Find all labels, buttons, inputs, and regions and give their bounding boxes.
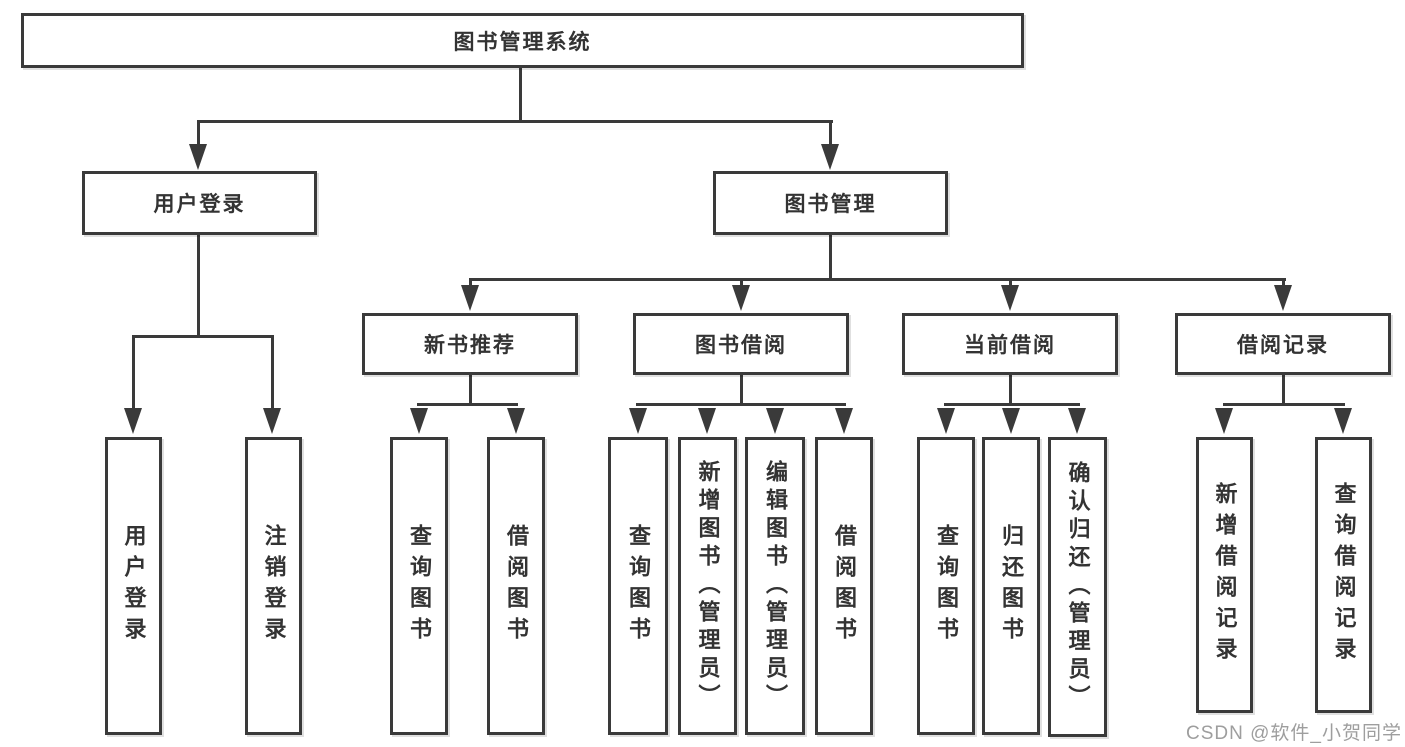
- arrowhead-down-icon: [821, 144, 839, 170]
- connector-user-login-hline: [132, 335, 274, 338]
- leaf-logout: 注销登录: [245, 437, 302, 735]
- node-root: 图书管理系统: [21, 13, 1024, 68]
- connector-leaf-login-drop: [132, 335, 135, 413]
- arrowhead-down-icon: [263, 408, 281, 434]
- arrowhead-down-icon: [124, 408, 142, 434]
- arrowhead-down-icon: [189, 144, 207, 170]
- node-book-borrow: 图书借阅: [633, 313, 849, 375]
- leaf-bb-borrow-books-label: 借阅图书: [832, 524, 857, 648]
- arrowhead-down-icon: [835, 408, 853, 434]
- connector-new-book-hline: [417, 403, 518, 406]
- leaf-cb-return-books: 归还图书: [982, 437, 1040, 735]
- arrowhead-down-icon: [698, 408, 716, 434]
- leaf-nb-borrow-books: 借阅图书: [487, 437, 545, 735]
- leaf-nb-query-books: 查询图书: [390, 437, 448, 735]
- connector-level1-hline: [197, 120, 833, 123]
- watermark: CSDN @软件_小贺同学: [1186, 723, 1402, 744]
- leaf-logout-label: 注销登录: [261, 524, 287, 648]
- connector-book-management-drop: [829, 120, 832, 148]
- leaf-bb-borrow-books: 借阅图书: [815, 437, 873, 735]
- arrowhead-down-icon: [1334, 408, 1352, 434]
- connector-borrow-records-hline: [1223, 403, 1345, 406]
- leaf-cb-return-books-label: 归还图书: [999, 524, 1024, 648]
- arrowhead-down-icon: [1068, 408, 1086, 434]
- connector-current-borrow-stub: [1009, 375, 1012, 406]
- arrowhead-down-icon: [461, 285, 479, 311]
- node-current-borrow: 当前借阅: [902, 313, 1118, 375]
- leaf-cb-confirm-return-admin: 确认归还（管理员）: [1048, 437, 1107, 737]
- connector-new-book-drop: [469, 278, 472, 290]
- node-user-login: 用户登录: [82, 171, 317, 235]
- leaf-br-add-record-label: 新增借阅记录: [1212, 482, 1238, 668]
- connector-root-stub: [519, 68, 522, 123]
- connector-book-management-stub: [829, 235, 832, 281]
- leaf-bb-edit-books-admin: 编辑图书（管理员）: [745, 437, 805, 735]
- arrowhead-down-icon: [1274, 285, 1292, 311]
- leaf-bb-query-books: 查询图书: [608, 437, 668, 735]
- leaf-bb-add-books-admin: 新增图书（管理员）: [678, 437, 737, 735]
- arrowhead-down-icon: [937, 408, 955, 434]
- arrowhead-down-icon: [1002, 408, 1020, 434]
- leaf-br-add-record: 新增借阅记录: [1196, 437, 1253, 713]
- node-borrow-records: 借阅记录: [1175, 313, 1391, 375]
- connector-user-login-drop: [197, 120, 200, 148]
- connector-leaf-logout-drop: [271, 335, 274, 413]
- leaf-nb-query-books-label: 查询图书: [407, 524, 432, 648]
- arrowhead-down-icon: [410, 408, 428, 434]
- connector-user-login-stub: [197, 235, 200, 338]
- connector-book-borrow-hline: [636, 403, 846, 406]
- arrowhead-down-icon: [1001, 285, 1019, 311]
- node-book-management-label: 图书管理: [784, 193, 877, 216]
- node-current-borrow-label: 当前借阅: [964, 334, 1056, 357]
- leaf-user-login: 用户登录: [105, 437, 162, 735]
- connector-new-book-stub: [469, 375, 472, 406]
- leaf-nb-borrow-books-label: 借阅图书: [504, 524, 529, 648]
- arrowhead-down-icon: [629, 408, 647, 434]
- leaf-br-query-record: 查询借阅记录: [1315, 437, 1372, 713]
- connector-level2-hline: [469, 278, 1286, 281]
- leaf-bb-edit-books-admin-label: 编辑图书（管理员）: [763, 460, 788, 712]
- connector-borrow-records-stub: [1282, 375, 1285, 406]
- node-book-management: 图书管理: [713, 171, 948, 235]
- leaf-bb-add-books-admin-label: 新增图书（管理员）: [695, 460, 721, 712]
- node-new-book-recommend-label: 新书推荐: [424, 334, 516, 357]
- node-borrow-records-label: 借阅记录: [1237, 334, 1329, 357]
- leaf-br-query-record-label: 查询借阅记录: [1331, 482, 1357, 668]
- connector-borrow-records-drop: [1282, 278, 1285, 290]
- node-new-book-recommend: 新书推荐: [362, 313, 578, 375]
- connector-current-borrow-hline: [944, 403, 1080, 406]
- connector-book-borrow-stub: [740, 375, 743, 406]
- arrowhead-down-icon: [1215, 408, 1233, 434]
- node-user-login-label: 用户登录: [153, 193, 246, 216]
- leaf-user-login-label: 用户登录: [121, 524, 147, 648]
- arrowhead-down-icon: [766, 408, 784, 434]
- arrowhead-down-icon: [732, 285, 750, 311]
- leaf-cb-confirm-return-admin-label: 确认归还（管理员）: [1065, 461, 1091, 713]
- connector-current-borrow-drop: [1009, 278, 1012, 290]
- node-root-label: 图书管理系统: [453, 30, 592, 54]
- connector-book-borrow-drop: [740, 278, 743, 290]
- leaf-bb-query-books-label: 查询图书: [626, 524, 651, 648]
- arrowhead-down-icon: [507, 408, 525, 434]
- leaf-cb-query-books: 查询图书: [917, 437, 975, 735]
- leaf-cb-query-books-label: 查询图书: [934, 524, 959, 648]
- node-book-borrow-label: 图书借阅: [695, 334, 787, 357]
